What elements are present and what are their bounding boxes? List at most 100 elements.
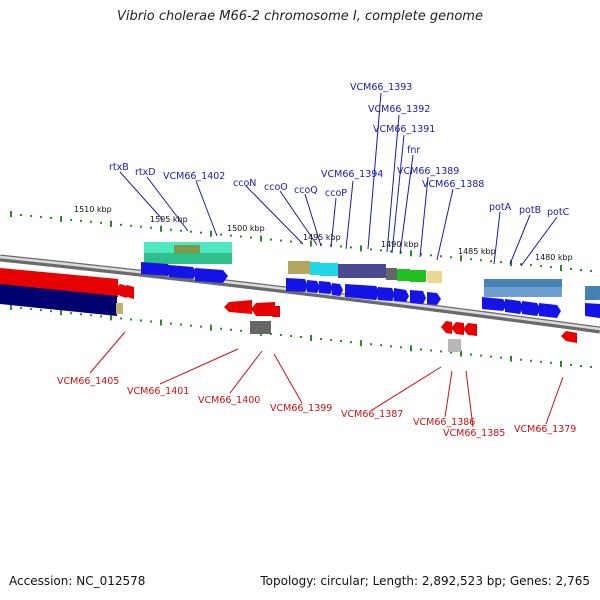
scale-label: 1505 kbp (150, 215, 188, 224)
scale-minor-tick (430, 349, 432, 352)
scale-minor-tick (220, 327, 222, 330)
scale-minor-tick (90, 314, 92, 317)
scale-minor-tick (340, 245, 342, 248)
scale-minor-tick (340, 340, 342, 343)
scale-minor-tick (280, 239, 282, 242)
gene-label[interactable]: ccoO (264, 182, 288, 193)
gene-label[interactable]: VCM66_1393 (350, 82, 412, 93)
gene-label[interactable]: VCM66_1387 (341, 409, 403, 420)
scale-minor-tick (70, 312, 72, 315)
scale-minor-tick (80, 313, 82, 316)
scale-major-tick (160, 319, 162, 326)
scale-minor-tick (320, 338, 322, 341)
scale-major-tick (60, 215, 62, 222)
scale-minor-tick (530, 359, 532, 362)
scale-major-tick (10, 304, 12, 311)
scale-minor-tick (90, 220, 92, 223)
bottom-gene-labels: VCM66_1405 VCM66_1401 VCM66_1400 VCM66_1… (57, 376, 576, 439)
gene-label[interactable]: VCM66_1394 (321, 169, 383, 180)
gene-label[interactable]: potC (547, 207, 570, 218)
scale-minor-tick (240, 235, 242, 238)
scale-minor-tick (200, 325, 202, 328)
scale-major-tick (10, 210, 12, 217)
gene-label[interactable]: VCM66_1392 (368, 104, 430, 115)
scale-minor-tick (440, 255, 442, 258)
scale-minor-tick (30, 308, 32, 311)
gene-label[interactable]: ccoN (233, 178, 256, 189)
reverse-gene-large (0, 268, 118, 297)
gene-label[interactable]: VCM66_1391 (373, 124, 435, 135)
gene-label[interactable]: VCM66_1385 (443, 428, 505, 439)
scale-minor-tick (240, 329, 242, 332)
gene-label[interactable]: VCM66_1388 (422, 179, 484, 190)
gene-label[interactable]: VCM66_1399 (270, 403, 332, 414)
feature-cluster-pot (482, 279, 600, 318)
scale-minor-tick (540, 265, 542, 268)
scale-minor-tick (50, 216, 52, 219)
scale-minor-tick (290, 240, 292, 243)
scale-major-tick (210, 230, 212, 237)
gene-label[interactable]: ccoP (325, 188, 347, 199)
gene-label[interactable]: rtxB (109, 162, 129, 173)
scale-minor-tick (580, 269, 582, 272)
scale-major-tick (510, 355, 512, 362)
gene-label[interactable]: potB (519, 205, 541, 216)
scale-minor-tick (300, 336, 302, 338)
scale-major-tick (460, 350, 462, 357)
scale-minor-tick (350, 246, 352, 249)
gene-label[interactable]: VCM66_1379 (514, 424, 576, 435)
feature-tan (116, 303, 123, 314)
bottom-label-leaders (89, 331, 564, 428)
gene-label[interactable]: rtxD (135, 167, 156, 178)
scale-minor-tick (280, 333, 282, 336)
scale-minor-tick (140, 225, 142, 228)
scale-major-tick (410, 250, 412, 257)
scale-label: 1485 kbp (458, 247, 496, 256)
scale-major-tick (310, 240, 312, 247)
gene-label[interactable]: VCM66_1405 (57, 376, 119, 387)
scale-minor-tick (100, 221, 102, 224)
scale-label: 1500 kbp (227, 224, 265, 233)
scale-minor-tick (440, 350, 442, 353)
feature-navy (0, 284, 117, 316)
scale-minor-tick (450, 256, 452, 259)
scale-minor-tick (390, 345, 392, 348)
scale-minor-tick (370, 248, 372, 251)
scale-minor-tick (270, 238, 272, 241)
scale-minor-tick (20, 213, 22, 216)
scale-minor-tick (190, 324, 192, 327)
scale-minor-tick (430, 254, 432, 257)
scale-minor-tick (500, 261, 502, 264)
scale-minor-tick (520, 358, 522, 361)
scale-minor-tick (140, 319, 142, 322)
scale-minor-tick (30, 214, 32, 217)
scale-minor-tick (400, 346, 402, 349)
gene-label[interactable]: VCM66_1389 (397, 166, 459, 177)
gene-label[interactable]: ccoQ (294, 185, 318, 196)
scale-minor-tick (70, 218, 72, 221)
accession-label: Accession: NC_012578 (9, 574, 146, 588)
gene-label[interactable]: VCM66_1386 (413, 417, 475, 428)
scale-minor-tick (330, 339, 332, 342)
forward-gene (141, 262, 172, 276)
forward-gene (169, 265, 197, 279)
scale-minor-tick (170, 322, 172, 325)
scale-minor-tick (420, 348, 422, 351)
scale-label: 1480 kbp (535, 253, 573, 262)
gene-label[interactable]: VCM66_1401 (127, 386, 189, 397)
scale-minor-tick (550, 266, 552, 269)
scale-minor-tick (370, 343, 372, 346)
scale-minor-tick (470, 353, 472, 356)
gene-label[interactable]: VCM66_1400 (198, 395, 260, 406)
scale-minor-tick (570, 363, 572, 366)
scale-inner-ticks (10, 304, 592, 368)
scale-major-tick (210, 324, 212, 331)
gene-label[interactable]: potA (489, 202, 512, 213)
scale-minor-tick (290, 334, 292, 337)
scale-label: 1495 kbp (303, 233, 341, 242)
scale-minor-tick (220, 233, 222, 236)
gene-label[interactable]: VCM66_1402 (163, 171, 225, 182)
gene-label[interactable]: fnr (407, 145, 420, 156)
scale-minor-tick (540, 360, 542, 363)
